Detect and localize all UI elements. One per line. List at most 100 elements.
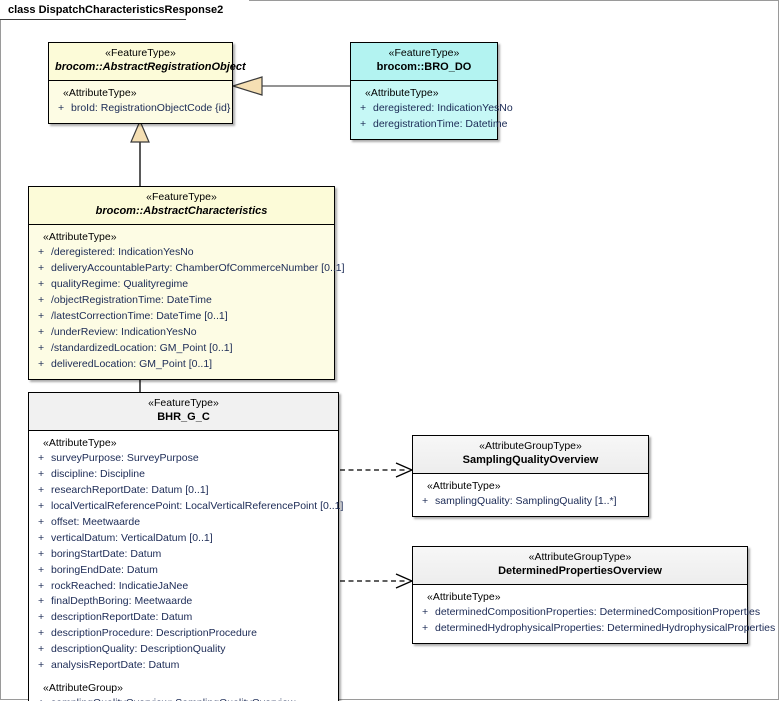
attribute-visibility: +	[422, 621, 429, 634]
class-body: «AttributeType» + /deregistered: Indicat…	[29, 224, 345, 379]
attribute-text: broId: RegistrationObjectCode {id}	[71, 101, 231, 114]
attribute-text: offset: Meetwaarde	[51, 515, 141, 528]
attribute-visibility: +	[38, 357, 45, 370]
attribute-visibility: +	[38, 499, 45, 512]
class-box-abstract-registration-object[interactable]: «FeatureType» brocom::AbstractRegistrati…	[48, 42, 246, 124]
class-box-abstract-characteristics[interactable]: «FeatureType» brocom::AbstractCharacteri…	[28, 186, 345, 380]
compartment-label-attributetype: «AttributeType»	[63, 86, 137, 99]
attribute-text: /objectRegistrationTime: DateTime	[51, 293, 212, 306]
attribute-visibility: +	[38, 309, 45, 322]
class-box-bro-do[interactable]: «FeatureType» brocom::BRO_DO «AttributeT…	[350, 42, 513, 140]
attribute-row: + /standardizedLocation: GM_Point [0..1]	[35, 341, 328, 357]
attribute-visibility: +	[422, 494, 429, 507]
attribute-row: + deliveredLocation: GM_Point [0..1]	[35, 357, 328, 373]
attribute-row: + localVerticalReferencePoint: LocalVert…	[35, 499, 343, 515]
connector-dependency-bhrgc-to-samplingqualityoverview	[340, 462, 414, 478]
attribute-visibility: +	[38, 579, 45, 592]
attribute-visibility: +	[38, 245, 45, 258]
attribute-text: localVerticalReferencePoint: LocalVertic…	[51, 499, 344, 512]
attribute-visibility: +	[38, 659, 45, 672]
attribute-row: + surveyPurpose: SurveyPurpose	[35, 451, 332, 467]
attribute-row: + /deregistered: IndicationYesNo	[35, 245, 328, 261]
class-header: «FeatureType» BHR_G_C	[29, 393, 338, 431]
attribute-row: + /latestCorrectionTime: DateTime [0..1]	[35, 309, 328, 325]
class-name: SamplingQualityOverview	[462, 454, 599, 467]
connector-dependency-bhrgc-to-determinedpropertiesoverview	[340, 573, 414, 589]
attribute-visibility: +	[38, 483, 45, 496]
compartment-label-attributetype: «AttributeType»	[427, 590, 501, 603]
attribute-visibility: +	[38, 293, 45, 306]
class-header: «AttributeGroupType» DeterminedPropertie…	[413, 547, 747, 585]
attribute-row: + rockReached: IndicatieJaNee	[35, 579, 332, 595]
compartment-label-attributetype: «AttributeType»	[43, 436, 117, 449]
attribute-visibility: +	[35, 696, 51, 701]
attribute-text: determinedCompositionProperties: Determi…	[435, 605, 761, 618]
attribute-visibility: +	[58, 101, 65, 114]
attribute-row: + deregistered: IndicationYesNo	[357, 101, 513, 117]
attribute-text: /latestCorrectionTime: DateTime [0..1]	[51, 309, 228, 322]
attribute-text: /standardizedLocation: GM_Point [0..1]	[51, 341, 233, 354]
compartment-label-attributetype: «AttributeType»	[365, 86, 439, 99]
attribute-row: + finalDepthBoring: Meetwaarde	[35, 594, 332, 610]
attribute-row: + boringStartDate: Datum	[35, 547, 332, 563]
attribute-row: + determinedHydrophysicalProperties: Det…	[419, 621, 775, 637]
attribute-row: + researchReportDate: Datum [0..1]	[35, 483, 332, 499]
class-body: «AttributeType» + determinedCompositionP…	[413, 584, 775, 643]
attribute-row: + offset: Meetwaarde	[35, 515, 332, 531]
attribute-visibility: +	[38, 325, 45, 338]
connector-generalization-brodo-to-abstractregistrationobject	[230, 76, 350, 96]
compartment-label-attributetype: «AttributeType»	[43, 230, 117, 243]
attribute-visibility: +	[38, 595, 45, 608]
attribute-visibility: +	[38, 467, 45, 480]
attribute-visibility: +	[38, 341, 45, 354]
class-header: «FeatureType» brocom::AbstractCharacteri…	[29, 187, 334, 225]
attribute-row: + verticalDatum: VerticalDatum [0..1]	[35, 531, 332, 547]
class-name: BHR_G_C	[157, 411, 210, 424]
class-box-bhr-g-c[interactable]: «FeatureType» BHR_G_C «AttributeType» + …	[28, 392, 343, 701]
attribute-text: researchReportDate: Datum [0..1]	[51, 483, 209, 496]
attribute-text: descriptionProcedure: DescriptionProcedu…	[51, 627, 258, 640]
class-stereotype: «FeatureType»	[148, 397, 219, 409]
attribute-row: + deliveryAccountableParty: ChamberOfCom…	[35, 261, 345, 277]
attribute-text: descriptionQuality: DescriptionQuality	[51, 643, 226, 656]
attribute-row: + broId: RegistrationObjectCode {id}	[55, 101, 230, 117]
class-body: «AttributeType» + surveyPurpose: SurveyP…	[29, 430, 343, 701]
attribute-text: analysisReportDate: Datum	[51, 659, 180, 672]
attribute-text: surveyPurpose: SurveyPurpose	[51, 451, 199, 464]
attribute-text: rockReached: IndicatieJaNee	[51, 579, 189, 592]
class-stereotype: «FeatureType»	[105, 47, 176, 59]
attribute-row: + discipline: Discipline	[35, 467, 332, 483]
attribute-visibility: +	[38, 627, 45, 640]
attribute-row: + descriptionProcedure: DescriptionProce…	[35, 626, 332, 642]
attribute-text: verticalDatum: VerticalDatum [0..1]	[51, 531, 213, 544]
class-stereotype: «FeatureType»	[146, 191, 217, 203]
class-box-sampling-quality-overview[interactable]: «AttributeGroupType» SamplingQualityOver…	[412, 435, 649, 517]
compartment-label-attributetype: «AttributeType»	[427, 479, 501, 492]
class-name: DeterminedPropertiesOverview	[498, 565, 662, 578]
class-body: «AttributeType» + samplingQuality: Sampl…	[413, 473, 648, 516]
attribute-row: + samplingQuality: SamplingQuality [1..*…	[419, 494, 642, 510]
attribute-visibility: +	[38, 451, 45, 464]
attribute-text: finalDepthBoring: Meetwaarde	[51, 595, 193, 608]
attribute-visibility: +	[422, 605, 429, 618]
attribute-text: deliveredLocation: GM_Point [0..1]	[51, 357, 213, 370]
attribute-row: + analysisReportDate: Datum	[35, 658, 332, 674]
attribute-row: + descriptionReportDate: Datum	[35, 610, 332, 626]
connector-generalization-abstractcharacteristics-to-abstractregistrationobject	[130, 119, 150, 186]
attribute-visibility: +	[360, 101, 367, 114]
attribute-text: deliveryAccountableParty: ChamberOfComme…	[51, 261, 345, 274]
diagram-frame-title: class DispatchCharacteristicsResponse2	[0, 0, 250, 19]
class-stereotype: «AttributeGroupType»	[528, 551, 632, 563]
attribute-visibility: +	[38, 547, 45, 560]
attribute-text: /underReview: IndicationYesNo	[51, 325, 197, 338]
attribute-visibility: +	[38, 643, 45, 656]
attribute-row: + qualityRegime: Qualityregime	[35, 277, 328, 293]
attribute-visibility: +	[38, 563, 45, 576]
class-name: brocom::BRO_DO	[376, 61, 472, 74]
attribute-text: /deregistered: IndicationYesNo	[51, 245, 194, 258]
class-name: brocom::AbstractCharacteristics	[95, 205, 268, 218]
class-body: «AttributeType» + broId: RegistrationObj…	[49, 80, 232, 123]
class-box-determined-properties-overview[interactable]: «AttributeGroupType» DeterminedPropertie…	[412, 546, 775, 644]
attribute-text: deregistered: IndicationYesNo	[373, 101, 513, 114]
